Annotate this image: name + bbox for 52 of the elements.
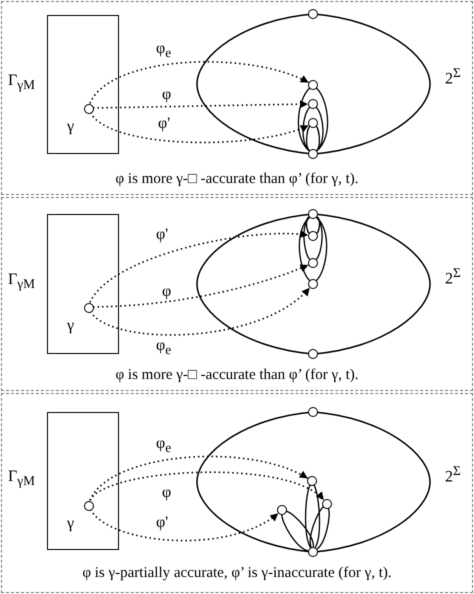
point-label: γ [67,317,74,335]
caption-text: φ is more γ-□ -accurate than φ’ (for γ, t). [116,366,358,384]
set-label: Γ$_{γM}$ [8,72,35,94]
connecting-line [304,484,320,548]
dotted-arrow [92,264,309,308]
connecting-line [302,105,324,152]
vertex-circle [322,499,332,509]
connecting-line [306,124,320,152]
vertex-circle [308,258,318,268]
vertex-circle [308,99,318,109]
vertex-circle [308,209,318,219]
edge-label: φ$_{e}$ [156,435,172,458]
dotted-arrow [89,456,308,501]
dotted-arrow [92,100,308,109]
connecting-line [306,216,320,236]
vertex-circle [307,476,317,486]
edge-label: φ' [156,514,168,532]
edge-label: φ$_{e}$ [156,337,172,360]
edge-label: φ' [158,115,170,133]
dotted-arrow [89,61,309,104]
vertex-circle [308,149,318,159]
edge-label: φ' [156,226,168,244]
dotted-arrow [90,472,324,501]
set-label: 2$^{Σ}$ [445,64,461,88]
connecting-line [303,216,323,262]
connecting-line [310,506,330,550]
vertex-circle [277,505,287,515]
vertex-circle [308,118,318,128]
set-label: 2$^{Σ}$ [445,264,461,288]
vertex-circle [308,547,318,557]
edge-label: φ [162,484,172,502]
caption-text: φ is γ-partially accurate, φ’ is γ-inaccurate (for γ, t). [82,564,392,582]
edge-label: φ [162,86,172,104]
connecting-line [298,86,328,152]
edge-label: φ$_{e}$ [156,40,172,62]
set-label: Γ$_{γM}$ [8,271,35,294]
set-label: 2$^{Σ}$ [445,462,461,486]
connecting-line [298,216,328,283]
vertex-circle [308,407,318,417]
vertex-circle [308,349,318,359]
vertex-circle [308,231,318,241]
vertex-circle [308,279,318,289]
caption-text: φ is more γ-□ -accurate than φ’ (for γ, t). [116,170,358,188]
point-label: γ [67,118,74,136]
edge-label: φ [162,283,172,301]
point-label: γ [67,515,74,533]
dotted-arrow [89,230,308,303]
set-label: Γ$_{γM}$ [8,468,35,490]
vertex-circle [308,80,318,90]
dotted-arrow [90,287,310,336]
vertex-circle [308,9,318,19]
connecting-line [281,510,314,552]
